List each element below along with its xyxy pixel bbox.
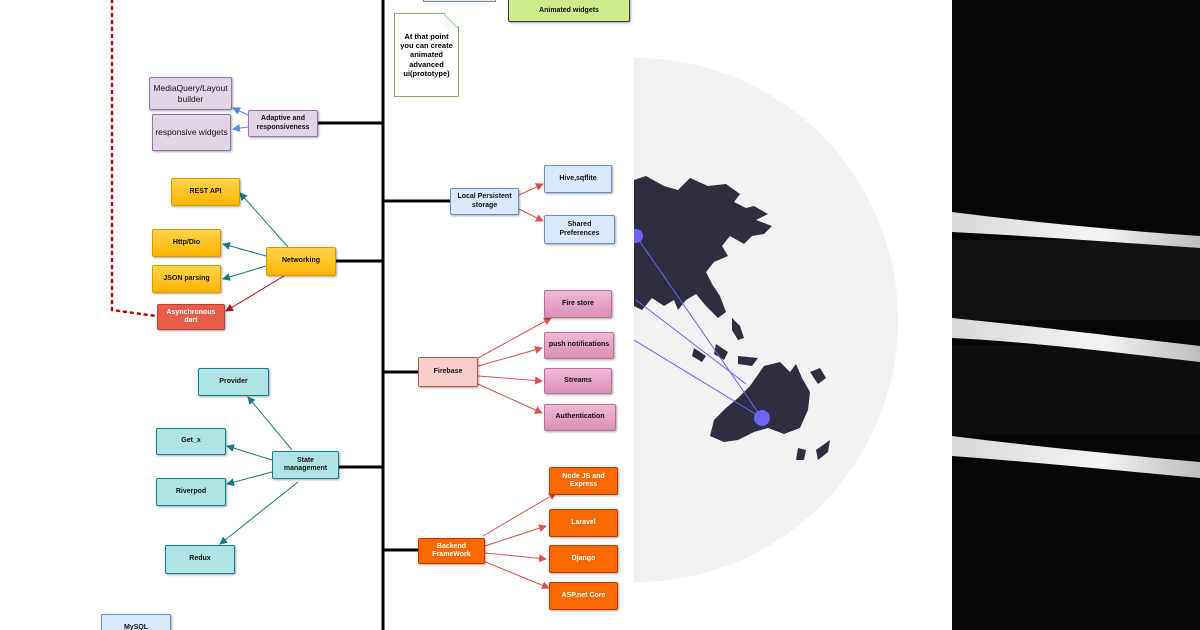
node-node-express: Node JS and Express <box>549 467 618 495</box>
note-prototype: At that point you can create animated ad… <box>394 13 459 97</box>
dotted-dependency-line <box>110 0 158 318</box>
node-mediaquery: MediaQuery/Layout builder <box>149 77 232 110</box>
node-riverpod: Riverpod <box>156 478 226 506</box>
node-async-dart: Asynchronous dart <box>157 304 225 330</box>
node-local-storage: Local Persistent storage <box>450 188 519 215</box>
light-streaks-graphic <box>952 0 1200 630</box>
node-provider: Provider <box>198 368 269 396</box>
node-mysql: MySQL <box>101 614 171 630</box>
node-push-notifications: push notifications <box>544 332 614 359</box>
node-redux: Redux <box>165 545 235 574</box>
node-streams: Streams <box>544 368 612 394</box>
node-authentication: Authentication <box>544 404 616 431</box>
world-map-illustration <box>634 0 952 630</box>
node-animated-widgets: Animated widgets <box>508 0 630 22</box>
node-state-management: State management <box>272 451 339 479</box>
node-http-dio: Http/Dio <box>152 229 221 257</box>
node-django: Django <box>549 545 618 573</box>
node-get-x: Get_x <box>156 428 226 455</box>
top-partial-box <box>423 0 496 2</box>
node-json-parsing: JSON parsing <box>152 265 221 293</box>
globe-graphic <box>634 58 898 582</box>
node-firestore: Fire store <box>544 290 612 318</box>
node-adaptive: Adaptive and responsiveness <box>248 110 318 137</box>
node-backend: Backend FrameWork <box>418 538 485 564</box>
node-networking: Networking <box>266 247 336 276</box>
node-responsive-widgets: responsive widgets <box>152 114 231 151</box>
node-rest-api: REST API <box>171 178 240 206</box>
node-laravel: Laravel <box>549 509 618 537</box>
node-hive: Hive,sqflite <box>544 165 612 193</box>
node-aspnet: ASP.net Core <box>549 582 618 610</box>
node-firebase: Firebase <box>418 357 478 387</box>
dark-photo-panel <box>952 0 1200 630</box>
node-shared-prefs: Shared Preferences <box>544 215 615 244</box>
